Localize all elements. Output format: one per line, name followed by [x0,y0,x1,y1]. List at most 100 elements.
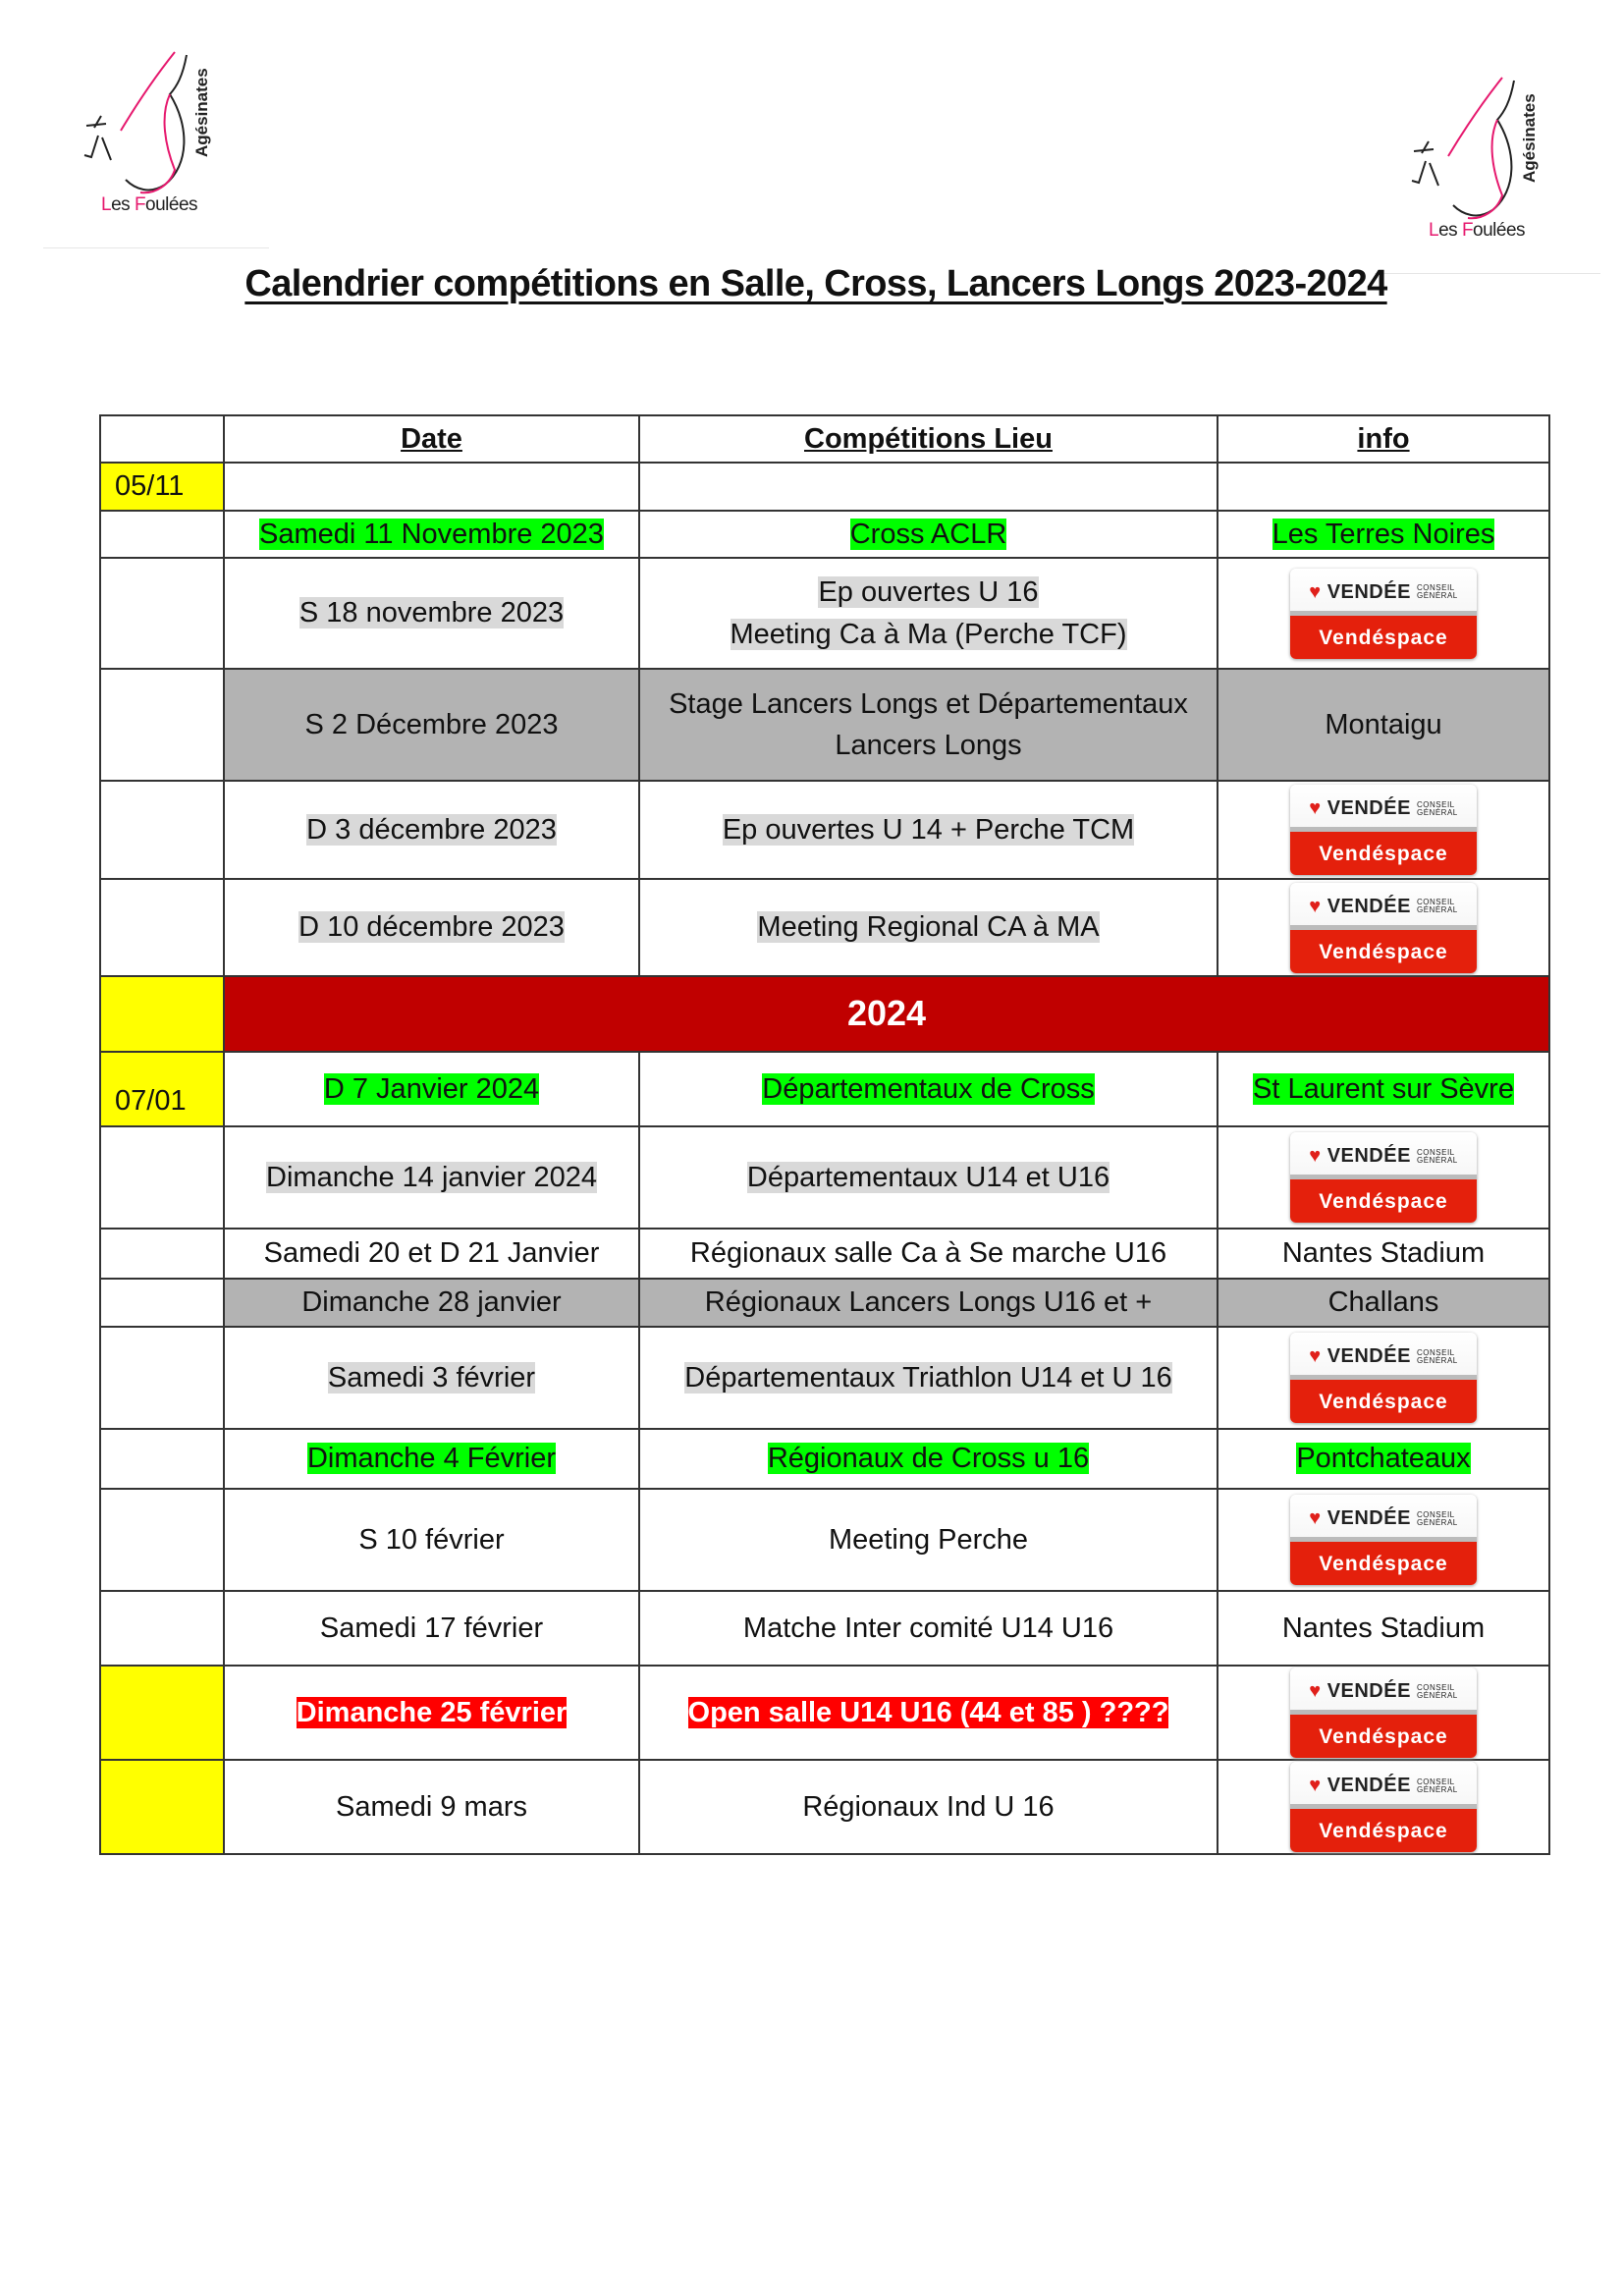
year-band: 2024 [223,975,1550,1053]
date-text: Samedi 9 mars [335,1790,527,1823]
date-text: D 7 Janvier 2024 [323,1072,540,1105]
date-cell: Samedi 3 février [223,1326,640,1430]
info-cell: Pontchateaux [1217,1428,1550,1490]
runner-horse-icon [83,51,188,194]
vendee-heart-icon: ♥ [1309,1507,1322,1529]
competition-cell: Matche Inter comité U14 U16 [638,1590,1218,1667]
info-text: Les Terres Noires [1272,518,1495,550]
info-cell: Les Terres Noires [1217,510,1550,559]
row-mark [99,780,225,880]
row-mark [99,1228,225,1280]
competition-line: Matche Inter comité U14 U16 [742,1612,1114,1644]
club-name: Les Foulées [1429,220,1526,241]
info-text: Challans [1327,1286,1439,1319]
row-mark [99,510,225,559]
table-row: Dimanche 14 janvier 2024 Départementaux U… [99,1125,1550,1230]
row-mark [99,878,225,977]
date-cell: S 18 novembre 2023 [223,557,640,670]
table-row: Dimanche 28 janvier Régionaux Lancers Lon… [99,1278,1550,1328]
competition-cell: Régionaux salle Ca à Se marche U16 [638,1228,1218,1280]
club-logo-right: Les Foulées Agésinates [1394,73,1571,259]
date-text: Samedi 3 février [327,1361,536,1394]
competition-line: Départementaux Triathlon U14 et U 16 [684,1361,1172,1394]
date-cell: Samedi 17 février [223,1590,640,1667]
competition-cell: Meeting Perche [638,1488,1218,1592]
competition-cell: Départementaux U14 et U16 [638,1125,1218,1230]
competition-cell: Régionaux de Cross u 16 [638,1428,1218,1490]
competition-cell: Open salle U14 U16 (44 et 85 ) ???? [638,1665,1218,1761]
competition-cell: Régionaux Ind U 16 [638,1759,1218,1855]
table-row: Samedi 20 et D 21 Janvier Régionaux salle… [99,1228,1550,1280]
info-text: Montaigu [1325,708,1442,740]
row-mark [99,1590,225,1667]
date-cell: Dimanche 4 Février [223,1428,640,1490]
club-name-vertical: Agésinates [192,68,211,157]
date-cell: Samedi 11 Novembre 2023 [223,510,640,559]
date-cell: D 7 Janvier 2024 [223,1051,640,1127]
date-text: Dimanche 25 février [296,1696,568,1728]
info-cell: Challans [1217,1278,1550,1328]
table-row: Samedi 3 février Départementaux Triathlon… [99,1326,1550,1430]
vendee-heart-icon: ♥ [1309,1145,1322,1167]
info-cell: Nantes Stadium [1217,1228,1550,1280]
page-title: Calendrier compétitions en Salle, Cross,… [244,263,1387,304]
competition-line: Cross ACLR [849,518,1007,550]
competition-cell: Départementaux de Cross [638,1051,1218,1127]
row-mark [99,1488,225,1592]
date-text: Samedi 11 Novembre 2023 [259,518,604,550]
date-text: S 18 novembre 2023 [298,597,565,629]
date-text: Dimanche 14 janvier 2024 [266,1161,597,1193]
row-mark [99,1326,225,1430]
runner-horse-icon [1411,77,1515,220]
date-text: Samedi 17 février [319,1612,544,1644]
competition-cell: Meeting Regional CA à MA [638,878,1218,977]
competition-line: Départementaux de Cross [762,1072,1095,1105]
competition-line: Stage Lancers Longs et Départementaux [669,687,1188,720]
competition-cell [638,462,1218,512]
competition-cell: Régionaux Lancers Longs U16 et + [638,1278,1218,1328]
info-text: St Laurent sur Sèvre [1253,1072,1514,1105]
date-cell: Samedi 20 et D 21 Janvier [223,1228,640,1280]
row-mark [99,1759,225,1855]
date-cell: S 2 Décembre 2023 [223,668,640,782]
competition-cell: Départementaux Triathlon U14 et U 16 [638,1326,1218,1430]
table-header-row: Date Compétitions Lieu info [99,414,1550,464]
info-text: Nantes Stadium [1281,1237,1486,1270]
club-logo-left: Les Foulées Agésinates [67,47,244,234]
competition-line: Départementaux U14 et U16 [746,1161,1110,1193]
row-mark [99,1125,225,1230]
row-mark [99,557,225,670]
competition-line: Open salle U14 U16 (44 et 85 ) ???? [687,1696,1169,1728]
competition-line: Lancers Longs [835,730,1022,761]
date-text: Dimanche 28 janvier [301,1286,562,1319]
header-competition: Compétitions Lieu [638,414,1218,464]
date-cell: Dimanche 14 janvier 2024 [223,1125,640,1230]
club-name: Les Foulées [101,194,198,215]
row-mark [99,1665,225,1761]
row-mark [99,668,225,782]
header-info: info [1217,414,1550,464]
info-cell: Nantes Stadium [1217,1590,1550,1667]
competition-line: Régionaux salle Ca à Se marche U16 [689,1237,1167,1270]
vendee-heart-icon: ♥ [1309,1775,1322,1796]
competition-line: Ep ouvertes U 14 + Perche TCM [722,813,1135,846]
divider [1375,273,1600,274]
